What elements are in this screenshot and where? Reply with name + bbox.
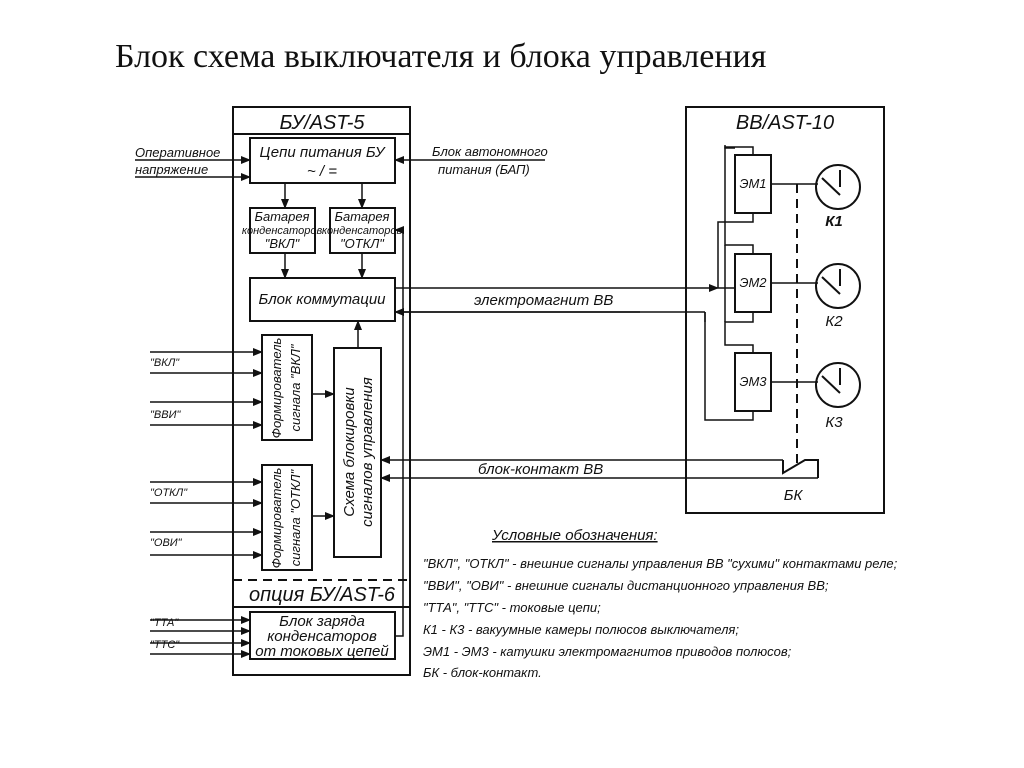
legend-line-3: "ТТА", "ТТС" - токовые цепи; <box>423 600 601 615</box>
former-on-label-2: сигнала "ВКЛ" <box>288 343 303 431</box>
coil-em1: ЭМ1 <box>734 154 772 214</box>
contact-k1: К1 <box>815 164 861 230</box>
battery-on-label-1: Батарея <box>254 209 309 224</box>
option-label: опция БУ/AST-6 <box>249 584 396 606</box>
power-symbol: ~ / = <box>307 163 337 180</box>
coil-em3-label: ЭМ3 <box>739 374 767 389</box>
operative-label-1: Оперативное <box>135 145 220 160</box>
contact-k1-label: К1 <box>825 213 843 230</box>
blocking-label-2: сигналов управления <box>359 377 376 527</box>
electromagnet-label: электромагнит ВВ <box>474 292 613 309</box>
battery-off-block: Батарея конденсаторов "ОТКЛ" <box>322 207 403 254</box>
autonomous-label-2: питания (БАП) <box>438 162 530 177</box>
blocking-label-1: Схема блокировки <box>341 387 358 517</box>
battery-off-label-1: Батарея <box>334 209 389 224</box>
input-ttc-label: "ТТС" <box>150 639 180 651</box>
contact-k2: К2 <box>815 263 861 330</box>
battery-on-label-3: "ВКЛ" <box>265 236 301 251</box>
former-off-block: Формирователь сигнала "ОТКЛ" <box>261 464 313 571</box>
former-on-block: Формирователь сигнала "ВКЛ" <box>261 334 313 441</box>
charge-label-2: конденсаторов <box>267 628 377 645</box>
contact-k3: К3 <box>815 362 861 431</box>
battery-on-label-2: конденсаторов <box>242 225 323 237</box>
input-ovi-label: "ОВИ" <box>150 537 183 549</box>
operative-label-2: напряжение <box>135 162 208 177</box>
former-off-label-2: сигнала "ОТКЛ" <box>288 468 303 566</box>
coil-em3: ЭМ3 <box>734 352 772 412</box>
legend-line-2: "ВВИ", "ОВИ" - внешние сигналы дистанцио… <box>423 578 829 593</box>
vv-frame: ВВ/AST-10 <box>685 106 885 514</box>
input-on-label: "ВКЛ" <box>150 357 180 369</box>
legend-line-1: "ВКЛ", "ОТКЛ" - внешние сигналы управлен… <box>423 556 898 571</box>
block-contact-bk: БК <box>782 459 819 504</box>
power-chain-label: Цепи питания БУ <box>260 144 386 161</box>
contact-k3-label: К3 <box>825 414 843 431</box>
contact-k2-label: К2 <box>825 313 843 330</box>
former-off-label-1: Формирователь <box>269 467 284 568</box>
page-title: Блок схема выключателя и блока управлени… <box>115 38 767 75</box>
switching-block: Блок коммутации <box>249 277 396 322</box>
legend-heading: Условные обозначения: <box>491 527 658 544</box>
bk-label: БК <box>784 487 804 504</box>
vv-title: ВВ/AST-10 <box>736 112 834 134</box>
input-vvi-label: "ВВИ" <box>150 409 181 421</box>
charge-label-1: Блок заряда <box>279 613 365 630</box>
charge-block: Блок заряда конденсаторов от токовых цеп… <box>249 611 396 660</box>
legend-line-6: БК - блок-контакт. <box>423 665 542 680</box>
legend: Условные обозначения: "ВКЛ", "ОТКЛ" - вн… <box>423 527 898 680</box>
former-on-label-1: Формирователь <box>269 337 284 438</box>
legend-line-4: К1 - К3 - вакуумные камеры полюсов выклю… <box>423 622 739 637</box>
coil-wiring <box>704 145 754 421</box>
legend-line-5: ЭМ1 - ЭМ3 - катушки электромагнитов прив… <box>423 644 792 659</box>
input-off-label: "ОТКЛ" <box>150 487 188 499</box>
power-chain-block: Цепи питания БУ ~ / = <box>249 137 396 184</box>
battery-off-label-2: конденсаторов <box>322 225 403 237</box>
charge-label-3: от токовых цепей <box>255 643 389 660</box>
coil-em1-label: ЭМ1 <box>739 176 766 191</box>
coil-em2: ЭМ2 <box>734 253 772 313</box>
coil-em2-label: ЭМ2 <box>739 275 767 290</box>
blocking-block: Схема блокировки сигналов управления <box>333 347 382 558</box>
block-contact-label: блок-контакт ВВ <box>478 461 603 478</box>
bu-title: БУ/AST-5 <box>279 112 365 134</box>
autonomous-label-1: Блок автономного <box>432 144 548 159</box>
battery-off-label-3: "ОТКЛ" <box>340 236 385 251</box>
charge-feedback-line <box>394 226 404 637</box>
battery-on-block: Батарея конденсаторов "ВКЛ" <box>242 207 323 254</box>
bu-frame: БУ/AST-5 опция БУ/AST-6 <box>232 106 411 676</box>
switching-label: Блок коммутации <box>258 291 386 308</box>
input-tta-label: "ТТА" <box>150 617 179 629</box>
